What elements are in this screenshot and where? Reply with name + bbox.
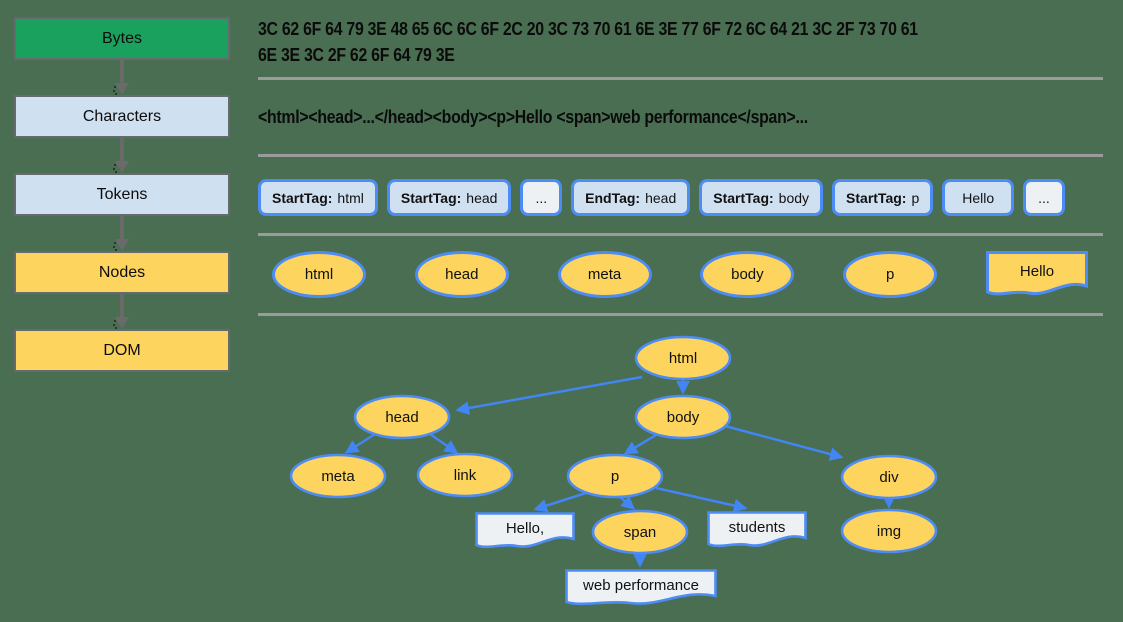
tree-node-img: img (840, 508, 938, 554)
tokens-row: StartTag:html StartTag:head ... EndTag:h… (258, 179, 1106, 216)
node-meta: meta (557, 251, 652, 298)
separator (258, 154, 1103, 157)
separator (258, 233, 1103, 236)
tree-node-p: p (566, 453, 664, 499)
svg-text:html: html (669, 350, 697, 367)
svg-text:web performance: web performance (582, 577, 699, 594)
tree-textnode-web-performance: web performance (565, 569, 717, 606)
svg-text:meta: meta (321, 468, 355, 485)
stage-characters: Characters (14, 95, 230, 138)
tree-node-div: div (840, 454, 938, 500)
node-text-hello: Hello (985, 251, 1088, 296)
down-arrow-icon (109, 294, 135, 329)
edge-head-link (429, 432, 459, 454)
token-starttag-p: StartTag:p (832, 179, 934, 216)
svg-text:Hello: Hello (1020, 263, 1054, 280)
svg-text:p: p (611, 468, 619, 485)
tree-node-link: link (416, 452, 514, 498)
svg-text:Hello,: Hello, (506, 520, 544, 537)
node-p: p (843, 251, 938, 298)
separator (258, 313, 1103, 316)
tree-node-head: head (353, 394, 451, 440)
tree-textnode-hello: Hello, (475, 512, 575, 549)
svg-text:link: link (454, 467, 477, 484)
edge-p-hello (533, 491, 587, 513)
down-arrow-icon (109, 60, 135, 95)
node-head: head (414, 251, 509, 298)
stage-characters-label: Characters (82, 107, 162, 125)
edge-head-meta (344, 432, 376, 454)
dom-tree-text-nodes: Hello, students web performance (475, 511, 807, 606)
nodes-row: html head meta body p Hello (272, 251, 1088, 298)
token-ellipsis: ... (1023, 179, 1065, 216)
bytes-hex-line2: 6E 3E 3C 2F 62 6F 64 79 3E (258, 45, 455, 65)
svg-text:head: head (385, 409, 418, 426)
tree-node-html: html (634, 335, 732, 381)
stage-bytes-label: Bytes (101, 29, 142, 47)
token-starttag-head: StartTag:head (386, 179, 512, 216)
token-endtag-head: EndTag:head (571, 179, 691, 216)
svg-text:span: span (624, 524, 657, 541)
tree-node-body: body (634, 394, 732, 440)
token-text-hello: Hello (942, 179, 1015, 216)
stage-dom-label: DOM (103, 341, 141, 359)
edge-p-students (655, 486, 748, 513)
stage-tokens-label: Tokens (96, 185, 148, 203)
node-html: html (272, 251, 366, 298)
tree-node-meta: meta (289, 453, 387, 499)
down-arrow-icon (109, 138, 135, 173)
dom-tree-element-nodes: html head body meta link p (289, 335, 938, 555)
bytes-hex-line1: 3C 62 6F 64 79 3E 48 65 6C 6C 6F 2C 20 3… (258, 19, 918, 39)
edge-html-head (455, 375, 643, 415)
stage-nodes: Nodes (14, 251, 230, 294)
svg-text:body: body (667, 409, 700, 426)
stage-dom: DOM (14, 329, 230, 372)
dom-tree: html head body meta link p (289, 335, 938, 606)
stage-bytes: Bytes (14, 17, 230, 60)
tree-textnode-students: students (707, 511, 807, 548)
token-ellipsis: ... (520, 179, 563, 216)
separator (258, 77, 1103, 80)
tree-node-span: span (591, 509, 689, 555)
svg-text:img: img (877, 523, 901, 540)
node-body: body (700, 251, 795, 298)
bytes-hex-stream: 3C 62 6F 64 79 3E 48 65 6C 6C 6F 2C 20 3… (258, 16, 918, 68)
down-arrow-icon (109, 216, 135, 251)
dom-tree-edges (344, 375, 896, 568)
svg-text:students: students (729, 519, 786, 536)
svg-text:div: div (879, 469, 899, 486)
characters-stream: <html><head>...</head><body><p>Hello <sp… (258, 107, 808, 127)
token-starttag-html: StartTag:html (258, 179, 378, 216)
edge-body-div (724, 424, 844, 461)
edge-body-p (623, 433, 657, 455)
stage-tokens: Tokens (14, 173, 230, 216)
token-starttag-body: StartTag:body (699, 179, 824, 216)
stage-nodes-label: Nodes (98, 263, 146, 281)
pipeline-stages: Bytes Characters Tokens Nodes DOM (14, 17, 230, 372)
